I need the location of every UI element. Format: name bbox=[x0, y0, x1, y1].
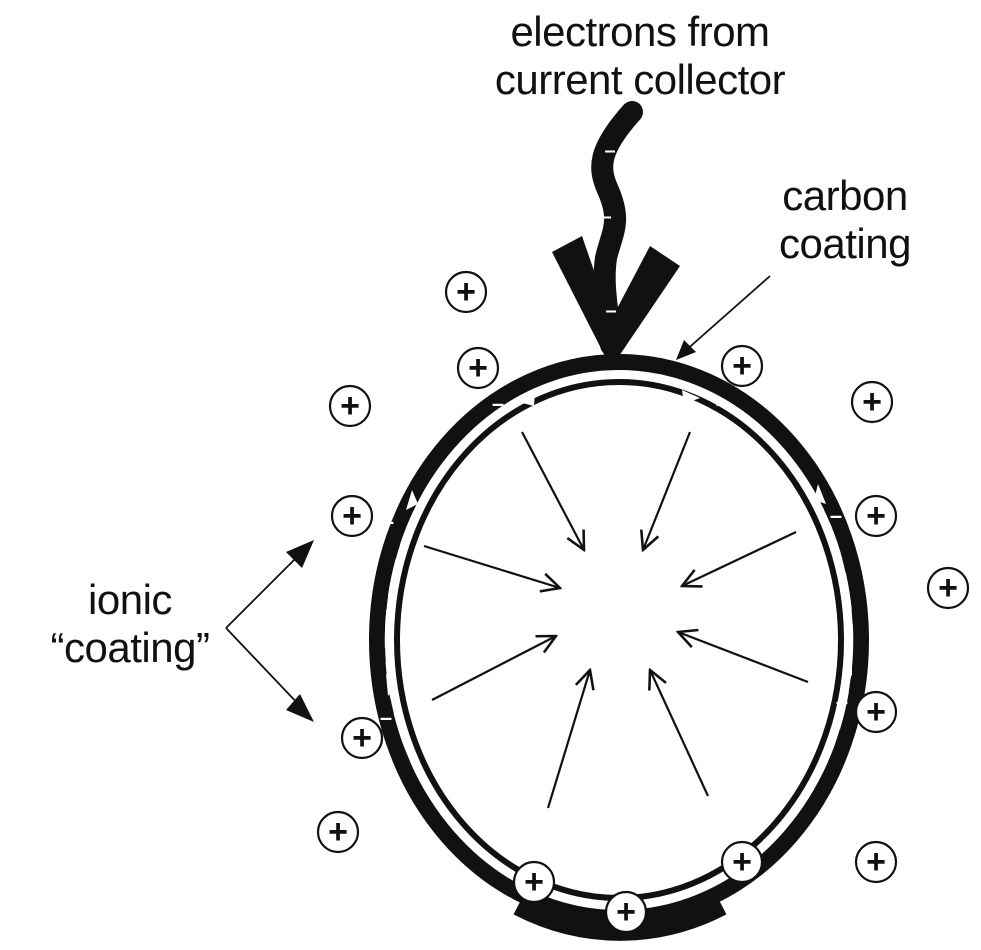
wire-electron-marks: – – – bbox=[600, 140, 616, 322]
cation-symbol: + bbox=[456, 273, 476, 311]
flow-arrow-top-left bbox=[518, 392, 535, 406]
electron-mark-7: – bbox=[836, 689, 848, 714]
flow-arrow-upper-right bbox=[814, 484, 826, 504]
electron-mark-3: – bbox=[716, 391, 728, 416]
cation-symbol: + bbox=[340, 387, 360, 425]
cation-10: + bbox=[854, 690, 898, 734]
cation-2: + bbox=[456, 346, 500, 390]
electrons-label: electrons from current collector bbox=[440, 8, 840, 104]
electrons-label-line1: electrons from bbox=[510, 8, 770, 55]
current-collector-wire bbox=[591, 101, 643, 356]
carbon-coating-label-line1: carbon bbox=[782, 172, 908, 219]
cation-symbol: + bbox=[524, 863, 544, 901]
cation-5: + bbox=[850, 380, 894, 424]
cation-symbol: + bbox=[866, 497, 886, 535]
wire-electron-2: – bbox=[600, 206, 611, 228]
flow-arrow-lower-left bbox=[386, 674, 396, 696]
electron-entry-arrowhead bbox=[552, 236, 680, 368]
carbon-coating-pointer bbox=[683, 275, 771, 353]
electron-mark-1: – bbox=[601, 359, 613, 384]
ionic-coating-label-line2: “coating” bbox=[50, 624, 210, 671]
cation-symbol: + bbox=[468, 349, 488, 387]
cation-4: + bbox=[720, 344, 764, 388]
carbon-coating-label-line2: coating bbox=[779, 220, 911, 267]
cation-14: + bbox=[854, 840, 898, 884]
ionic-coating-label-line1: ionic bbox=[88, 576, 172, 623]
cation-11: + bbox=[316, 810, 360, 854]
electron-mark-4: – bbox=[382, 509, 394, 534]
electron-mark-5: – bbox=[830, 503, 842, 528]
cation-12: + bbox=[512, 860, 556, 904]
cation-6: + bbox=[330, 494, 374, 538]
flow-arrow-lower-right bbox=[844, 654, 852, 676]
carbon-coating-ring bbox=[369, 354, 869, 926]
cation-symbol: + bbox=[938, 569, 958, 607]
cation-symbol: + bbox=[352, 719, 372, 757]
cation-symbol: + bbox=[862, 383, 882, 421]
cation-9: + bbox=[340, 716, 384, 760]
particle-inner-ring bbox=[394, 379, 844, 901]
ionic-coating-label: ionic “coating” bbox=[20, 576, 240, 672]
cation-7: + bbox=[854, 494, 898, 538]
cation-symbol: + bbox=[732, 347, 752, 385]
electrons-label-line2: current collector bbox=[494, 56, 786, 103]
cation-symbol: + bbox=[866, 843, 886, 881]
cation-15: + bbox=[604, 890, 648, 934]
cation-3: + bbox=[328, 384, 372, 428]
wire-electron-3: – bbox=[605, 300, 616, 322]
cation-symbol: + bbox=[732, 843, 752, 881]
electron-mark-9: – bbox=[714, 813, 726, 838]
flow-arrowheads bbox=[386, 390, 852, 830]
cation-symbol: + bbox=[342, 497, 362, 535]
cation-1: + bbox=[444, 270, 488, 314]
electron-mark-6: – bbox=[380, 705, 392, 730]
carbon-coating-label: carbon coating bbox=[730, 172, 960, 268]
cation-symbol: + bbox=[866, 693, 886, 731]
electron-mark-2: – bbox=[492, 391, 504, 416]
cation-symbol: + bbox=[328, 813, 348, 851]
ionic-coating-pointers bbox=[225, 540, 314, 722]
radial-arrows bbox=[423, 431, 809, 809]
flow-arrow-bottom-right bbox=[752, 816, 768, 830]
cation-13: + bbox=[720, 840, 764, 884]
flow-arrow-bottom-left bbox=[482, 810, 498, 826]
cation-8: + bbox=[926, 566, 970, 610]
wire-electron-1: – bbox=[604, 140, 615, 162]
flow-arrow-upper-left bbox=[406, 490, 418, 510]
cation-symbol: + bbox=[616, 893, 636, 931]
cation-symbols: + + + + + + + + + + + + + + + bbox=[316, 270, 970, 934]
electron-flow-path bbox=[384, 370, 854, 910]
flow-arrow-top-right bbox=[682, 390, 700, 404]
